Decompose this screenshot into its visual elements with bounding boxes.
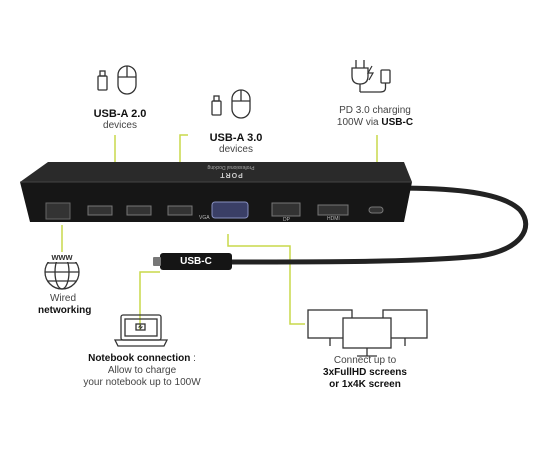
usb2-port-1: [87, 205, 113, 216]
screens-line1: Connect up to: [333, 355, 397, 366]
cable-label: USB-C: [180, 256, 212, 267]
dock-logo: PORT Professional Docking: [186, 164, 276, 178]
usb-c-plug-tip: [153, 257, 161, 266]
mouse-icon: [117, 65, 137, 95]
usb-c-cable: [227, 185, 529, 265]
usb-c-pd-port: [368, 206, 384, 214]
monitors-icon: [307, 309, 428, 357]
leader-notebook: [139, 271, 160, 330]
notebook-callout: Notebook connection : Allow to charge yo…: [72, 353, 212, 389]
wired-callout: Wired networking: [38, 293, 92, 317]
usb2-port-2: [126, 205, 152, 216]
dock-brand: PORT: [219, 171, 243, 178]
pd-line2-bold: USB-C: [381, 117, 414, 128]
notebook-line2: Allow to charge: [107, 365, 177, 376]
dock-subbrand: Professional Docking: [207, 164, 255, 170]
mouse-icon-2: [231, 89, 251, 119]
usb-c-plug: [160, 253, 232, 270]
dock-ports: [45, 201, 384, 220]
screens-line3: or 1x4K screen: [329, 379, 401, 390]
hdmi-port: [317, 204, 349, 216]
hdmi-label: HDMI: [327, 216, 340, 222]
ethernet-port: [45, 202, 71, 220]
dp-port: [271, 202, 301, 217]
pd-line2-prefix: 100W via: [336, 117, 382, 128]
usb-stick-icon-2: [211, 95, 222, 116]
leader-screens: [227, 234, 305, 325]
notebook-line3: your notebook up to 100W: [83, 377, 201, 388]
charger-plug-icon: [351, 60, 391, 93]
pd-line2: 100W via USB-C: [325, 117, 425, 129]
usb-stick-icon: [97, 70, 108, 91]
wired-line2: networking: [38, 305, 92, 316]
icons: [42, 60, 428, 357]
usb-a3-sub: devices: [219, 144, 253, 155]
dp-label: DP: [283, 217, 290, 223]
notebook-line1: Notebook connection :: [72, 353, 212, 365]
pd-callout: PD 3.0 charging 100W via USB-C: [325, 105, 425, 129]
vga-label: VGA: [199, 215, 210, 221]
vga-port: [211, 201, 249, 219]
usb-a3-callout: USB-A 3.0 devices: [198, 132, 274, 156]
usb-a2-title: USB-A 2.0: [93, 108, 147, 120]
screens-line2: 3xFullHD screens: [323, 367, 407, 378]
www-text: www: [51, 252, 73, 262]
globe-icon: [42, 252, 82, 290]
notebook-colon: :: [190, 353, 196, 364]
usb-a2-callout: USB-A 2.0 devices: [82, 108, 158, 132]
dock-top: [20, 162, 412, 182]
notebook-title: Notebook connection: [88, 353, 191, 364]
screens-callout: Connect up to 3xFullHD screens or 1x4K s…: [300, 355, 430, 391]
pd-line1: PD 3.0 charging: [339, 105, 411, 116]
usb3-port: [167, 205, 193, 216]
usb-a2-sub: devices: [103, 120, 137, 131]
laptop-icon: [113, 314, 169, 347]
wired-line1: Wired: [49, 293, 77, 304]
usb-a3-title: USB-A 3.0: [209, 132, 263, 144]
